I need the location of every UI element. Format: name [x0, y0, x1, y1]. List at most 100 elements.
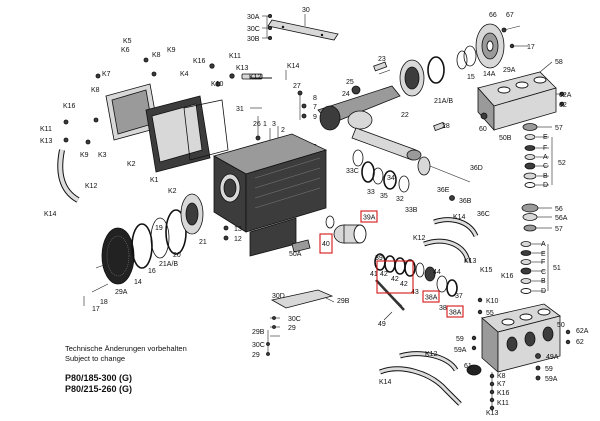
model-line-1: P80/185-300 (G)	[65, 373, 132, 383]
label-K2-a: K2	[127, 161, 136, 168]
label-21: 21	[199, 239, 207, 246]
seal-stack	[374, 253, 458, 311]
label-34: 34	[387, 175, 395, 182]
label-K13-c: K13	[464, 258, 477, 265]
label-12: 12	[234, 236, 242, 243]
label-40: 40	[322, 241, 330, 248]
highlight-39A: 39A	[360, 210, 378, 223]
label-59A-b: 59A	[545, 376, 558, 383]
label-B-top: B	[543, 173, 548, 180]
label-22: 22	[401, 112, 409, 119]
label-K14-c: K14	[453, 214, 466, 221]
label-61: 61	[464, 363, 472, 370]
label-29B-b: 29B	[252, 329, 265, 336]
label-32: 32	[396, 196, 404, 203]
label-K1: K1	[150, 177, 159, 184]
label-A-bot: A	[541, 241, 546, 248]
label-K8-b: K8	[91, 87, 100, 94]
label-K2-b: K2	[168, 188, 177, 195]
label-K14-b: K14	[44, 211, 57, 218]
label-66: 66	[489, 12, 497, 19]
label-30A: 30A	[247, 14, 260, 21]
label-33B: 33B	[405, 207, 418, 214]
model-line-2: P80/215-260 (G)	[65, 384, 132, 394]
label-36C: 36C	[477, 211, 490, 218]
rear-cover-K2	[105, 83, 229, 173]
label-D-bot: D	[541, 288, 546, 295]
bracket-30D	[266, 289, 335, 356]
label-42-a: 42	[380, 271, 388, 278]
manifold-50B	[477, 61, 566, 132]
label-21AB-bot: 21A/B	[159, 261, 178, 268]
crankcase	[212, 133, 328, 257]
label-K16-c: K16	[501, 273, 514, 280]
label-62A-bot: 62A	[576, 328, 589, 335]
label-29A-top: 29A	[503, 67, 516, 74]
label-K7-c: K7	[497, 381, 506, 388]
pipe-K14-bottom	[379, 351, 462, 406]
label-62-top: 62	[559, 102, 567, 109]
label-K15: K15	[480, 267, 493, 274]
label-59-b: 59	[545, 366, 553, 373]
label-36E: 36E	[437, 187, 450, 194]
label-39: 39	[375, 255, 383, 262]
label-50A: 50A	[289, 251, 302, 258]
label-29B-a: 29B	[337, 298, 350, 305]
label-K12-d: K12	[425, 351, 438, 358]
label-39A: 39A	[363, 215, 376, 222]
label-K16-b: K16	[63, 103, 76, 110]
label-29A-bot: 29A	[115, 289, 128, 296]
label-18: 18	[100, 299, 108, 306]
label-K11-b: K11	[40, 126, 52, 133]
label-8-right: 8	[313, 95, 317, 102]
highlight-38A-a: 38A	[422, 290, 440, 303]
label-2: 2	[281, 127, 285, 134]
bearing-cover-group	[83, 193, 204, 306]
label-42-b: 42	[391, 276, 399, 283]
label-K4: K4	[180, 71, 189, 78]
label-C-bot: C	[541, 269, 546, 276]
label-23: 23	[378, 56, 386, 63]
label-K6: K6	[121, 47, 130, 54]
label-17-top: 17	[527, 44, 535, 51]
label-D-top: D	[543, 182, 548, 189]
label-36D: 36D	[470, 165, 483, 172]
crankshaft-assembly	[250, 56, 446, 161]
label-K11-c: K11	[497, 400, 509, 407]
label-42-c: 42	[400, 281, 408, 288]
label-30: 30	[302, 7, 310, 14]
label-K14-d: K14	[379, 379, 392, 386]
label-14A: 14A	[483, 71, 496, 78]
label-33C: 33C	[346, 168, 359, 175]
pipe-K12-mid	[423, 217, 479, 263]
cover-plate-30	[262, 13, 339, 41]
label-K7: K7	[102, 71, 111, 78]
note-line-2: Subject to change	[65, 354, 125, 363]
label-26: 26	[253, 121, 261, 128]
label-31: 31	[236, 106, 244, 113]
label-49: 49	[378, 321, 386, 328]
label-E-top: E	[543, 134, 548, 141]
label-56-top: 56	[555, 206, 563, 213]
label-38: 38	[439, 305, 447, 312]
label-K10: K10	[211, 81, 224, 88]
highlight-38A-b: 38A	[446, 305, 464, 318]
label-36B: 36B	[459, 198, 472, 205]
label-7-right: 7	[313, 104, 317, 111]
label-C-top: C	[543, 163, 548, 170]
label-41: 41	[370, 271, 378, 278]
label-55: 55	[486, 310, 494, 317]
label-59-a: 59	[456, 336, 464, 343]
label-K8-c: K8	[497, 373, 506, 380]
label-28: 28	[442, 123, 450, 130]
label-1: 1	[263, 121, 267, 128]
valve-stack-upper	[521, 123, 553, 232]
valve-stack-lower	[520, 241, 549, 294]
label-29-b: 29	[252, 352, 260, 359]
label-9-right: 9	[313, 114, 317, 121]
label-51: 51	[553, 265, 561, 272]
label-K9-b: K9	[80, 152, 89, 159]
label-38A-b: 38A	[449, 310, 462, 317]
label-K5: K5	[123, 38, 132, 45]
